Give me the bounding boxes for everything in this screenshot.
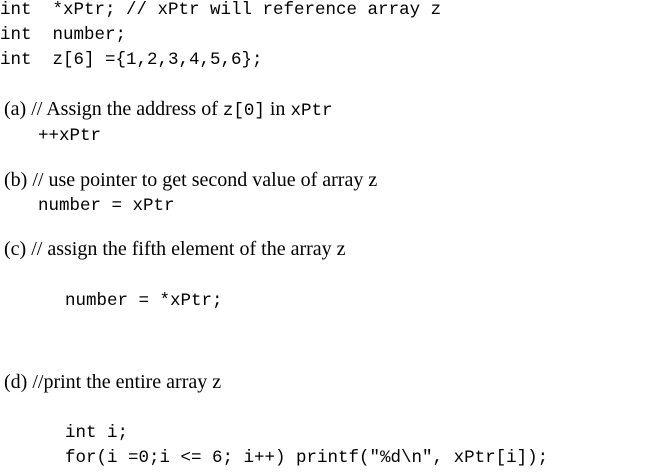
question-text: in <box>264 98 291 120</box>
declaration-line: int number; <box>0 25 127 45</box>
answer-code-a: ++xPtr <box>38 126 102 146</box>
answer-code-d: for(i =0;i <= 6; i++) printf("%d\n", xPt… <box>65 448 549 468</box>
question-label: (b) <box>4 169 28 191</box>
question-label: (a) <box>4 98 27 120</box>
question-label: (c) <box>4 238 27 260</box>
question-label: (d) <box>4 371 28 393</box>
question-c: (c) // assign the fifth element of the a… <box>4 237 346 262</box>
answer-code-c: number = *xPtr; <box>65 291 223 311</box>
question-b: (b) // use pointer to get second value o… <box>4 168 377 193</box>
inline-code: xPtr <box>290 101 333 121</box>
question-text: // Assign the address of <box>26 98 223 120</box>
question-a: (a) // Assign the address of z[0] in xPt… <box>4 97 332 124</box>
question-text: // assign the fifth element of the array… <box>26 238 346 260</box>
declaration-line: int z[6] ={1,2,3,4,5,6}; <box>0 50 263 70</box>
question-text: // use pointer to get second value of ar… <box>27 169 378 191</box>
answer-code-d: int i; <box>65 423 129 443</box>
declaration-line: int *xPtr; // xPtr will reference array … <box>0 0 442 20</box>
inline-code: z[0] <box>222 101 265 121</box>
question-text: //print the entire array z <box>27 371 222 393</box>
question-d: (d) //print the entire array z <box>4 370 221 395</box>
answer-code-b: number = xPtr <box>38 196 175 216</box>
